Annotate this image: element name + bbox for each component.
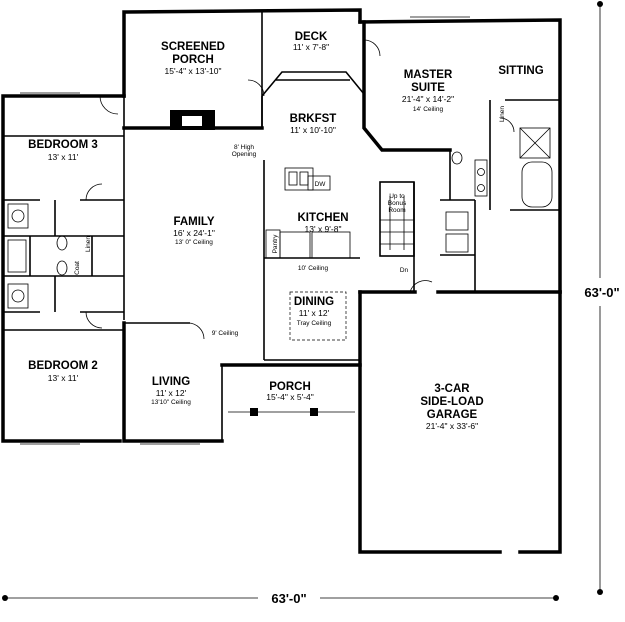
brkfst-dim: 11' x 10'-10"	[290, 125, 336, 135]
dishwasher-label: DW	[315, 181, 327, 188]
high-opening-note-2: Opening	[232, 151, 257, 158]
screened-porch-dim: 15'-4" x 13'-10"	[164, 66, 221, 76]
stairs-note-3: Room	[388, 207, 405, 214]
overall-depth-label: 63'-0"	[584, 285, 619, 300]
garage-label: 3-CAR	[434, 383, 470, 395]
ceiling-10-note: 10' Ceiling	[298, 265, 329, 272]
hearth	[182, 116, 202, 126]
overall-dimensions: 63'-0" 63'-0"	[2, 1, 620, 606]
brkfst-label: BRKFST	[290, 113, 337, 125]
porch-column	[310, 408, 318, 416]
bedroom3-label: BEDROOM 3	[28, 139, 98, 151]
living-dim: 11' x 12'	[156, 388, 187, 398]
exterior-walls	[1, 8, 562, 554]
living-label: LIVING	[152, 376, 190, 388]
room-labels: SCREENED PORCH 15'-4" x 13'-10" DECK 11'…	[28, 31, 544, 431]
screened-porch-label-2: PORCH	[172, 54, 214, 66]
garage-label-2: SIDE-LOAD	[420, 396, 483, 408]
family-dim: 16' x 24'-1"	[173, 228, 215, 238]
dimension-endpoint	[597, 1, 603, 7]
overall-width-label: 63'-0"	[271, 591, 306, 606]
porch-dim: 15'-4" x 5'-4"	[266, 392, 314, 402]
bedroom3-dim: 13' x 11'	[48, 152, 79, 162]
coat-closet-label: Coat	[74, 261, 81, 275]
ceiling-9-note: 9' Ceiling	[212, 330, 239, 337]
kitchen-label: KITCHEN	[297, 212, 348, 224]
linen-closet-label: Linen	[85, 236, 92, 252]
bedroom2-label: BEDROOM 2	[28, 360, 98, 372]
pantry-label: Pantry	[272, 234, 279, 254]
master-linen-label: Linen	[499, 106, 506, 122]
family-note: 13' 0" Ceiling	[175, 239, 213, 246]
dimension-endpoint	[597, 589, 603, 595]
kitchen-dim: 13' x 9'-8"	[305, 224, 342, 234]
garage-label-3: GARAGE	[427, 409, 478, 421]
screened-porch-label: SCREENED	[161, 41, 225, 53]
dimension-endpoint	[553, 595, 559, 601]
dining-label: DINING	[294, 296, 334, 308]
sitting-label: SITTING	[498, 65, 543, 77]
high-opening-note: 8' High	[234, 144, 254, 151]
dining-dim: 11' x 12'	[299, 308, 330, 318]
dimension-endpoint	[2, 595, 8, 601]
dining-note: Tray Ceiling	[297, 320, 332, 327]
master-suite-label: MASTER	[404, 69, 453, 81]
master-suite-label-2: SUITE	[411, 82, 445, 94]
down-stairs-label: Dn	[400, 267, 409, 274]
deck-label: DECK	[295, 31, 328, 43]
master-suite-dim: 21'-4" x 14'-2"	[402, 94, 454, 104]
interior-walls	[3, 10, 560, 445]
deck-dim: 11' x 7'-8"	[293, 42, 329, 52]
stairs-note-2: Bonus	[388, 200, 407, 207]
family-label: FAMILY	[173, 216, 214, 228]
stairs-note: Up to	[389, 193, 405, 200]
bedroom2-dim: 13' x 11'	[48, 373, 79, 383]
garage-dim: 21'-4" x 33'-6"	[426, 421, 478, 431]
plan-notes: 8' High Opening 10' Ceiling 9' Ceiling U…	[74, 106, 506, 337]
living-note: 13'10" Ceiling	[151, 399, 191, 406]
master-suite-note: 14' Ceiling	[413, 106, 444, 113]
porch-column	[250, 408, 258, 416]
porch-label: PORCH	[269, 381, 311, 393]
